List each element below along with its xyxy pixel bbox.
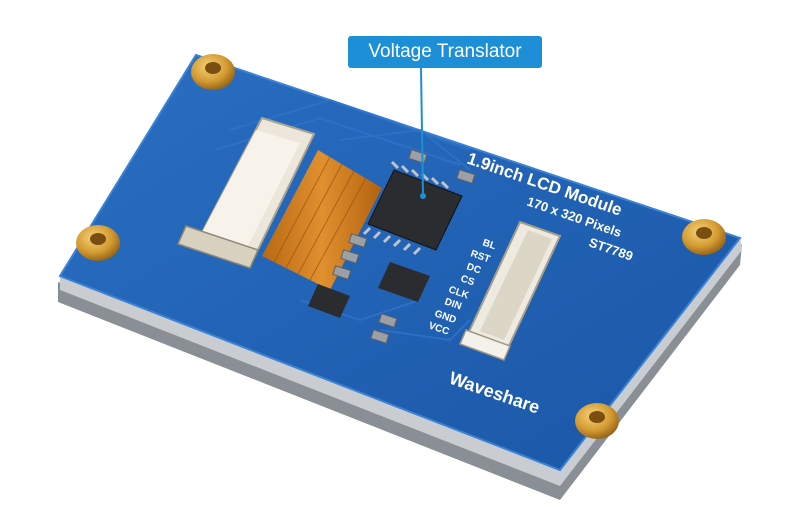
regulator-chip: [308, 262, 430, 318]
standoff-bottom: [575, 403, 619, 439]
pin-label-bl: BL: [481, 237, 497, 252]
voltage-translator-chip: [362, 160, 463, 256]
pin-header-connector: [458, 220, 562, 361]
callout-leader: [420, 67, 424, 197]
standoff-top-left: [191, 54, 235, 90]
fpc-connector: [176, 116, 316, 269]
standoff-right: [682, 219, 726, 255]
voltage-translator-callout: Voltage Translator: [348, 36, 542, 68]
flex-ribbon: [262, 150, 382, 290]
pin-label-din: DIN: [443, 296, 463, 312]
callout-leader-dot: [420, 193, 426, 199]
smd-components: [332, 149, 476, 344]
pin-label-dc: DC: [465, 261, 482, 276]
standoff-left: [76, 225, 120, 261]
pin-label-cs: CS: [459, 273, 476, 288]
pcb-board: [58, 53, 742, 472]
